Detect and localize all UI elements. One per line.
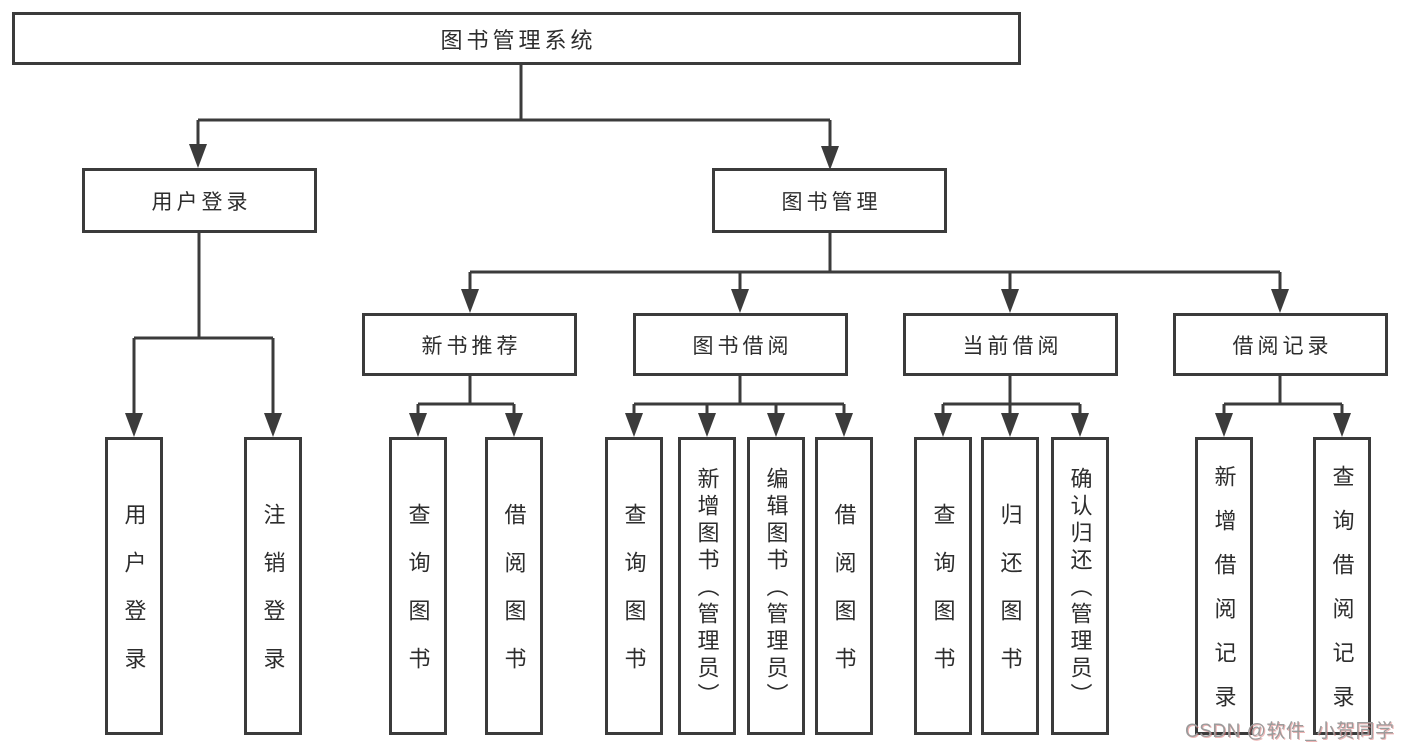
leaf-add-book-admin-label: 新增图书（管理员） <box>694 467 720 710</box>
node-new-book-recommend: 新书推荐 <box>362 313 577 376</box>
leaf-user-login-label: 用户登录 <box>121 503 147 695</box>
leaf-query-books-1-label: 查询图书 <box>405 503 431 695</box>
leaf-user-login: 用户登录 <box>105 437 163 735</box>
leaf-logout-label: 注销登录 <box>260 503 286 695</box>
node-book-management: 图书管理 <box>712 168 947 233</box>
leaf-confirm-return-admin-label: 确认归还（管理员） <box>1067 467 1093 710</box>
leaf-borrow-books-1: 借阅图书 <box>485 437 543 735</box>
leaf-add-book-admin: 新增图书（管理员） <box>678 437 736 735</box>
node-root: 图书管理系统 <box>12 12 1021 65</box>
leaf-return-books-label: 归还图书 <box>997 503 1023 695</box>
leaf-query-borrow-record: 查询借阅记录 <box>1313 437 1371 735</box>
connector-paths <box>132 65 1344 419</box>
leaf-query-books-3-label: 查询图书 <box>930 503 956 695</box>
leaf-logout: 注销登录 <box>244 437 302 735</box>
node-current-borrow: 当前借阅 <box>903 313 1118 376</box>
leaf-borrow-books-2: 借阅图书 <box>815 437 873 735</box>
leaf-query-books-3: 查询图书 <box>914 437 972 735</box>
node-borrow-records: 借阅记录 <box>1173 313 1388 376</box>
arrowheads <box>125 144 1351 437</box>
watermark: CSDN @软件_小贺同学 <box>1185 721 1395 742</box>
node-book-borrow: 图书借阅 <box>633 313 848 376</box>
leaf-query-borrow-record-label: 查询借阅记录 <box>1329 465 1355 729</box>
leaf-edit-book-admin: 编辑图书（管理员） <box>747 437 805 735</box>
leaf-add-borrow-record: 新增借阅记录 <box>1195 437 1253 735</box>
leaf-borrow-books-1-label: 借阅图书 <box>501 503 527 695</box>
node-user-login: 用户登录 <box>82 168 317 233</box>
leaf-borrow-books-2-label: 借阅图书 <box>831 503 857 695</box>
leaf-confirm-return-admin: 确认归还（管理员） <box>1051 437 1109 735</box>
leaf-query-books-2-label: 查询图书 <box>621 503 647 695</box>
leaf-edit-book-admin-label: 编辑图书（管理员） <box>763 467 789 710</box>
leaf-query-books-1: 查询图书 <box>389 437 447 735</box>
leaf-query-books-2: 查询图书 <box>605 437 663 735</box>
leaf-add-borrow-record-label: 新增借阅记录 <box>1211 465 1237 729</box>
leaf-return-books: 归还图书 <box>981 437 1039 735</box>
